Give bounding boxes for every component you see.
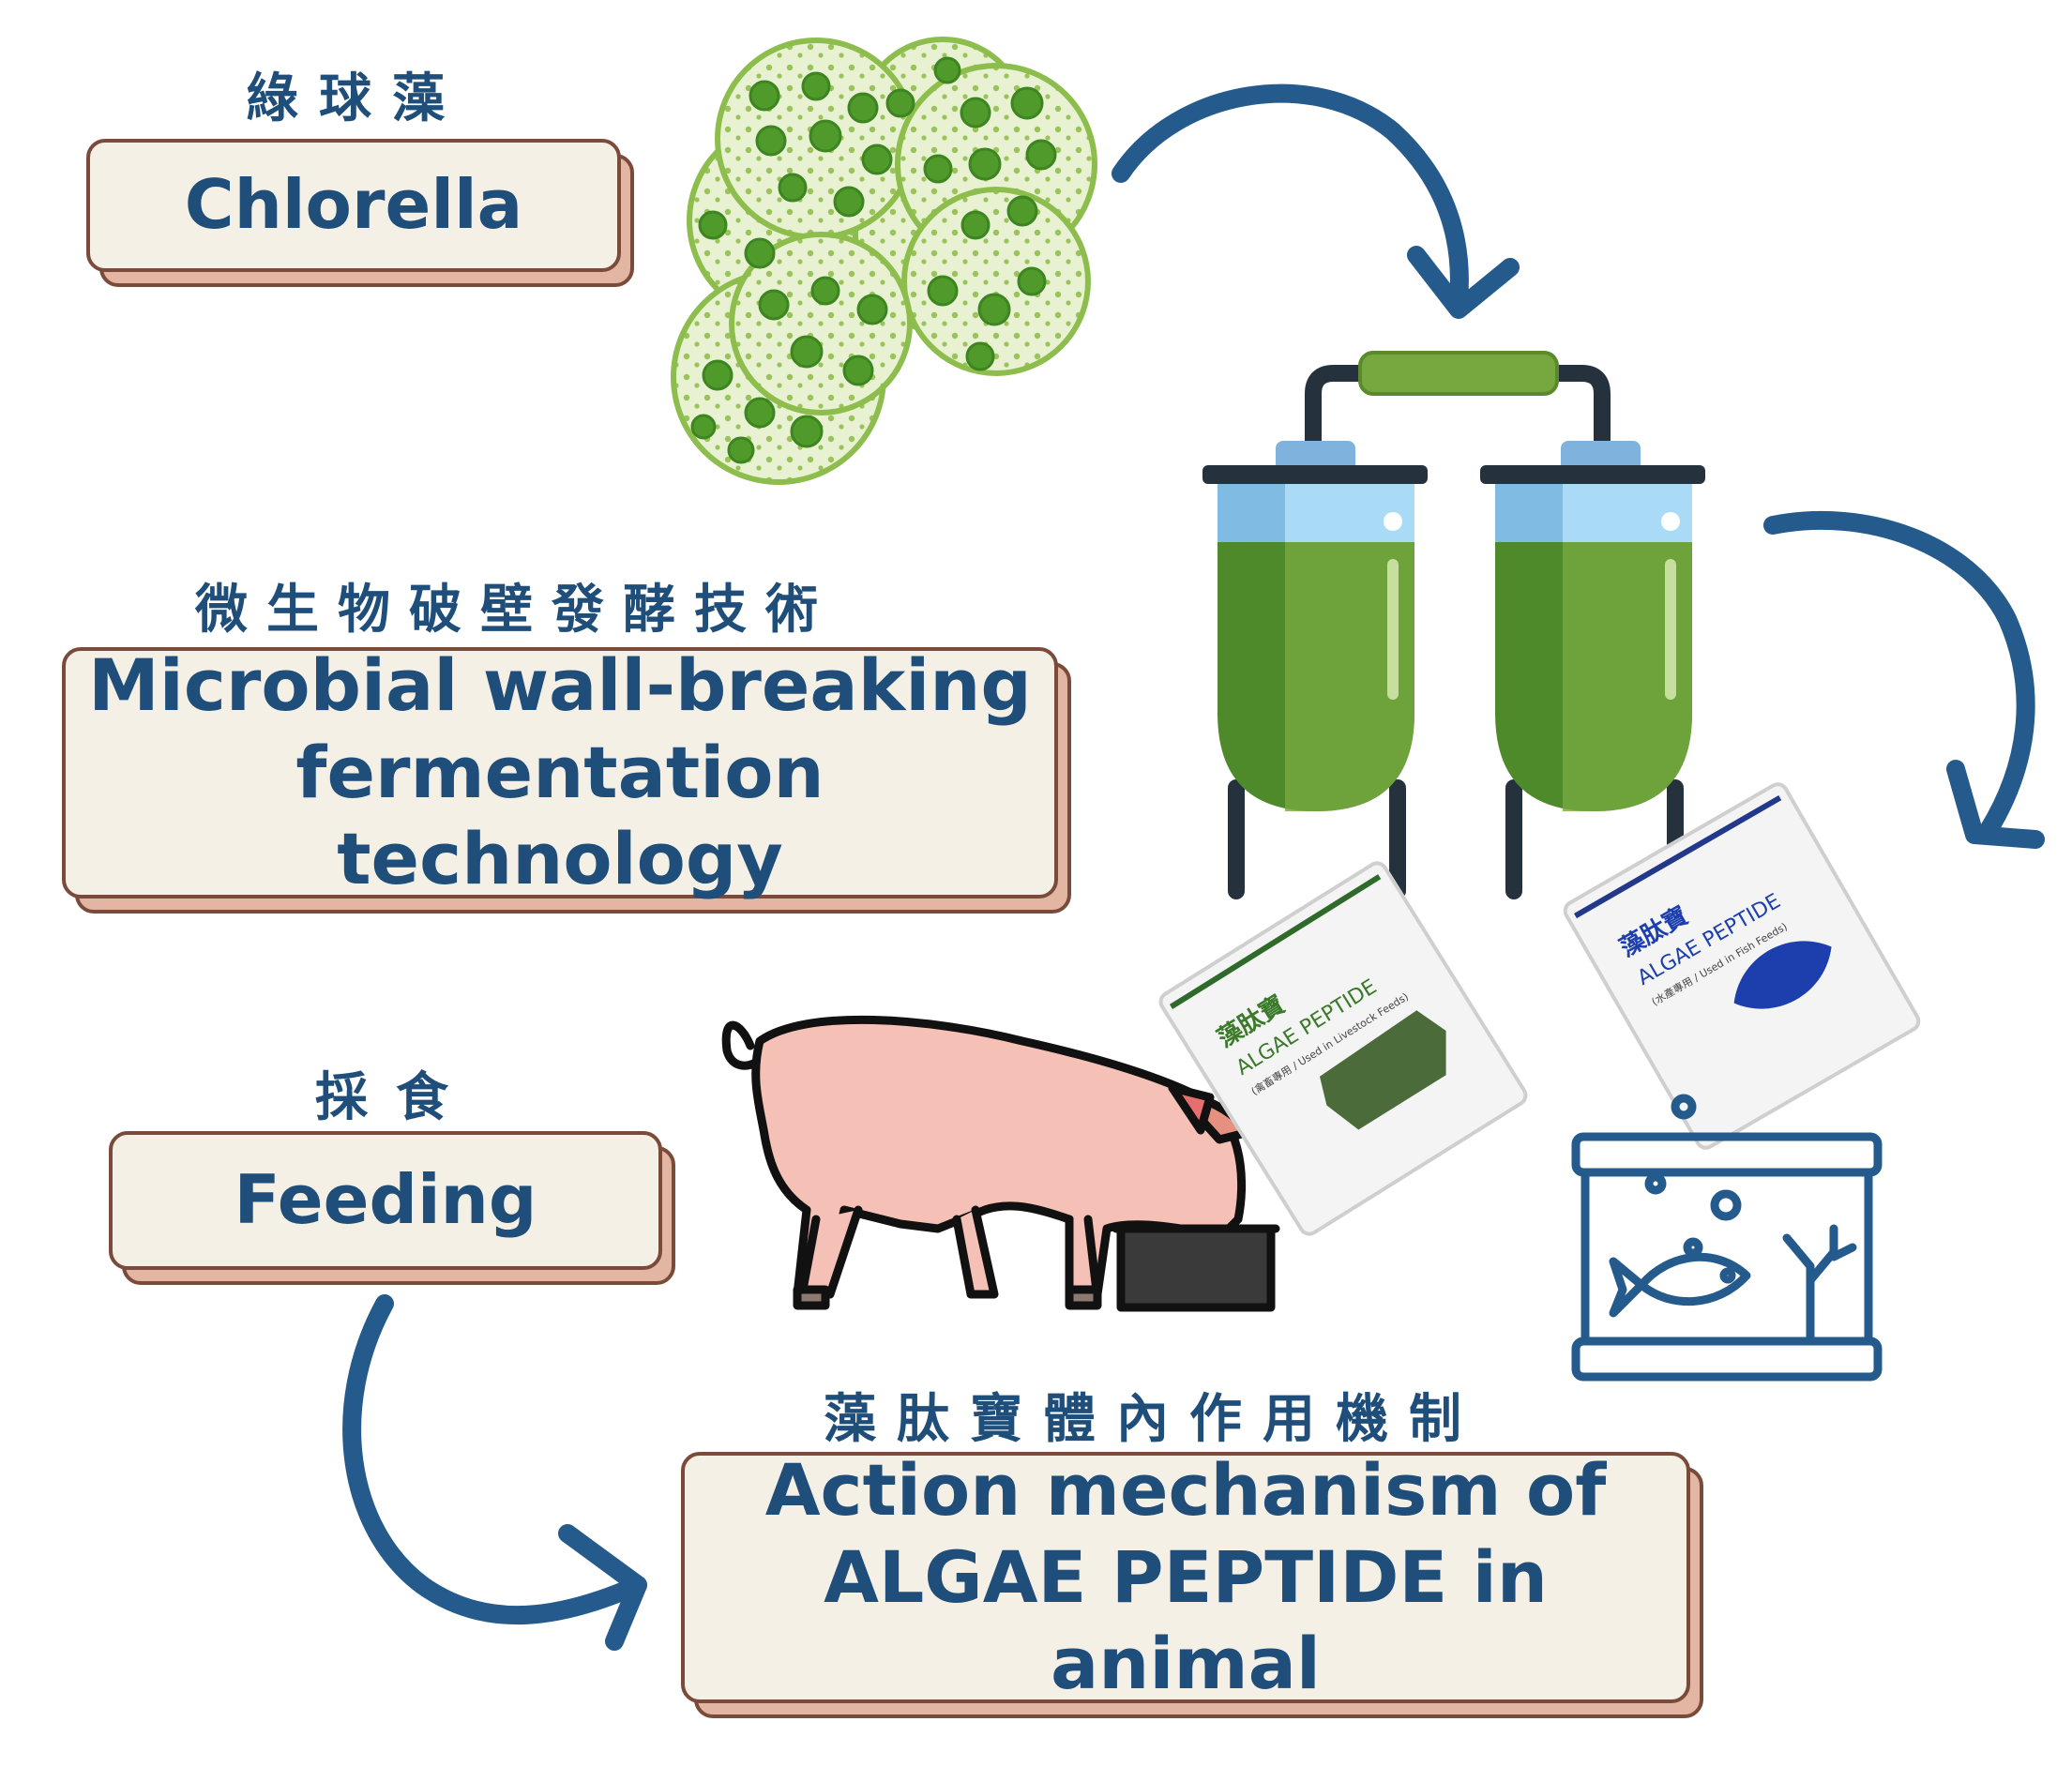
fermentation-card: Microbial wall-breaking fermentation tec… (62, 643, 1071, 914)
feeding-label: Feeding (234, 1160, 537, 1240)
fish-tank-icon (1571, 1094, 1883, 1382)
fermentation-label-line1: Microbial wall-breaking (88, 642, 1032, 727)
mechanism-card: Action mechanism of ALGAE PEPTIDE in ani… (681, 1448, 1703, 1718)
chlorella-heading: 綠球藻 (246, 68, 465, 129)
feeding-heading: 採食 (315, 1067, 476, 1128)
fermentation-tanks-icon (1202, 351, 1705, 899)
pig-eating-icon (721, 1015, 1280, 1312)
feeding-card: Feeding (109, 1131, 675, 1285)
chlorella-card: Chlorella (86, 139, 634, 287)
feed-package-icon: 藻肽寶 ALGAE PEPTIDE (禽畜專用 / Used in Livest… (1158, 782, 1921, 1236)
flow-arrow-icon (342, 83, 2045, 1651)
fermentation-heading: 微生物破壁發酵技術 (195, 580, 837, 641)
chlorella-label: Chlorella (184, 165, 523, 245)
mechanism-label-line1: Action mechanism of (764, 1447, 1607, 1532)
chlorella-cells-icon (671, 37, 1097, 485)
fermentation-label-line2: fermentation technology (295, 730, 824, 901)
mechanism-label-line2: ALGAE PEPTIDE in animal (824, 1534, 1548, 1706)
mechanism-heading: 藻肽寶體內作用機制 (824, 1389, 1482, 1450)
